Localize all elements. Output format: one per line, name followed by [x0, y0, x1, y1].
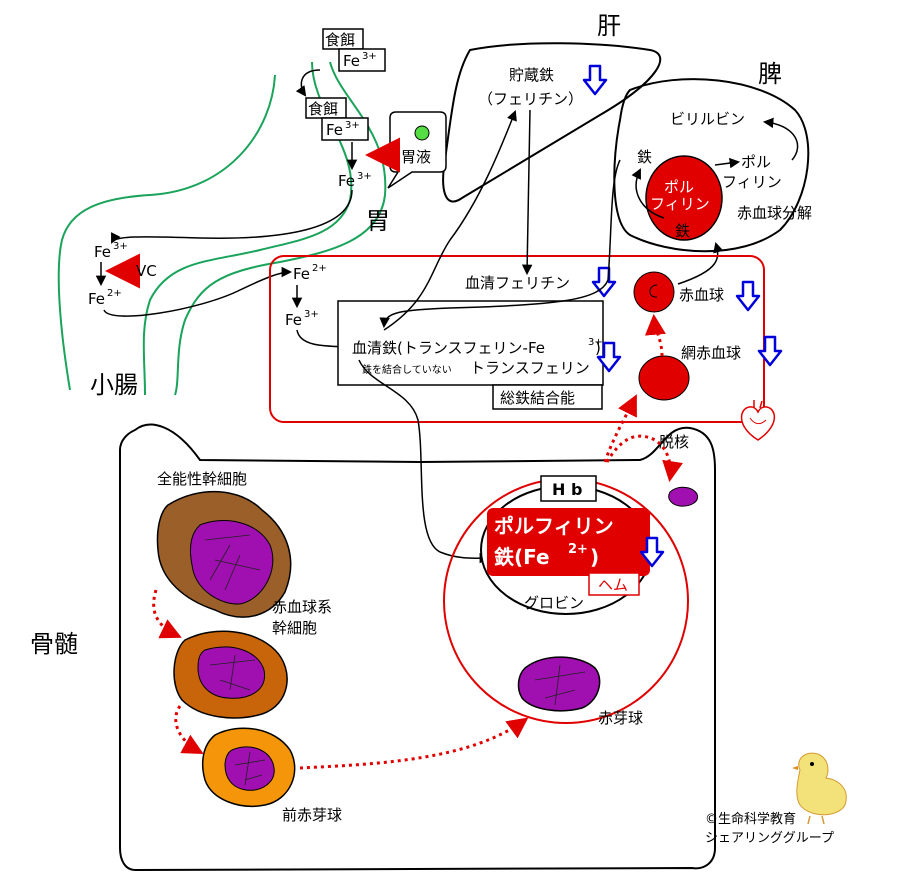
reticulocyte-label: 網赤血球 [681, 344, 741, 362]
stem-cell-label: 全能性幹細胞 [157, 470, 247, 488]
spleen-label: 脾 [758, 60, 782, 88]
rbc-label: 赤血球 [679, 286, 724, 304]
credit-line2: シェアリンググループ [705, 831, 834, 846]
vc-label: VC [136, 262, 157, 280]
food1-label: 食餌 [325, 31, 355, 49]
erythroblast-nucleus [517, 656, 601, 712]
hb-box [540, 475, 597, 502]
unbound-transferrin-label: トランスフェリン [470, 359, 590, 377]
heart-icon [740, 400, 776, 441]
erythroblast-label: 赤芽球 [598, 709, 643, 727]
intestine-fe3-sup: 3+ [113, 241, 128, 252]
globin-label: グロビン [524, 594, 584, 612]
ferritin-label: （フェリチン） [478, 90, 583, 108]
rbc-cell [633, 271, 675, 313]
bone-marrow-label: 骨髄 [30, 630, 78, 658]
gi-tract [57, 61, 387, 396]
tibc-label: 総鉄結合能 [500, 389, 575, 407]
credit-line1: ©生命科学教育 [705, 811, 796, 827]
spleen-cell-iron: 鉄 [675, 222, 690, 240]
spleen-cell-porphyrin-l2: フィリン [650, 195, 710, 213]
porphyrin-label: ポルフィリン [494, 514, 614, 538]
hb-label: H b [552, 480, 582, 499]
spleen-porphyrin-l2: フィリン [722, 173, 782, 191]
spleen-outline [613, 78, 810, 253]
gastric-juice-icon [414, 125, 430, 141]
expelled-nucleus [668, 486, 699, 507]
food1-fe-sup: 3+ [362, 51, 377, 62]
blood-fe3-sup: 3+ [304, 309, 319, 320]
heme-label: ヘム [598, 576, 628, 594]
iron-fe2-sup: 2+ [568, 542, 588, 557]
erythroid-stem-label-l2: 幹細胞 [272, 619, 317, 637]
spleen-porphyrin-l1: ポル [741, 153, 771, 171]
stomach-fe-sup: 3+ [357, 171, 372, 182]
spleen-iron-label: 鉄 [637, 148, 652, 166]
food2-fe: Fe [326, 121, 343, 139]
heme-block [487, 508, 650, 576]
enucleation-label: 脱核 [659, 433, 689, 451]
stomach-fe: Fe [338, 172, 355, 190]
intestine-area: Fe 3+ VC Fe 2+ 小腸 [88, 241, 293, 399]
down-arrow-icon [735, 280, 761, 312]
erythroid-stem-label-l1: 赤血球系 [272, 598, 332, 616]
bilirubin-label: ビリルビン [670, 110, 745, 128]
food1-fe: Fe [343, 52, 360, 70]
proerythroblast-label: 前赤芽球 [282, 806, 342, 824]
tibc-box [492, 384, 603, 410]
blood-fe3: Fe [285, 311, 302, 329]
serum-iron-box [337, 300, 604, 386]
heme-tag [588, 572, 640, 596]
down-arrow-icon [757, 335, 783, 367]
chick-icon [792, 752, 847, 825]
blood-fe2: Fe [293, 265, 310, 283]
intestine-fe2-sup: 2+ [107, 288, 122, 299]
spleen-rbc [645, 155, 723, 241]
storage-iron-label: 貯蔵鉄 [509, 66, 554, 84]
gastric-juice-label: 胃液 [401, 148, 431, 166]
food2-fe-sup: 3+ [345, 120, 360, 131]
spleen-cell-porphyrin-l1: ポル [664, 178, 694, 196]
iron-fe2-label: 鉄(Fe [494, 545, 550, 569]
serum-iron-close: ) [595, 339, 601, 357]
serum-ferritin-label: 血清フェリチン [465, 274, 570, 292]
serum-iron-label: 血清鉄(トランスフェリン-Fe [352, 339, 545, 357]
bone-marrow-outline [119, 423, 716, 872]
stomach-area: 食餌 Fe 3+ 食餌 Fe 3+ Fe 3+ 胃液 胃 [111, 28, 447, 244]
small-intestine-label: 小腸 [90, 371, 138, 399]
reticulocyte-cell [638, 355, 690, 401]
down-arrow-icon [582, 64, 608, 96]
liver-label: 肝 [597, 12, 621, 40]
intestine-fe3: Fe [94, 243, 111, 261]
serum-iron-sup: 3+ [588, 337, 603, 348]
food2-label: 食餌 [308, 100, 338, 118]
rbc-breakdown-label: 赤血球分解 [737, 204, 812, 222]
iron-fe2-close: ) [590, 545, 599, 569]
unbound-small-label: 鉄を結合していない [362, 363, 452, 376]
stomach-label: 胃 [366, 207, 390, 235]
intestine-fe2: Fe [88, 290, 105, 308]
blood-fe2-sup: 2+ [312, 263, 327, 274]
